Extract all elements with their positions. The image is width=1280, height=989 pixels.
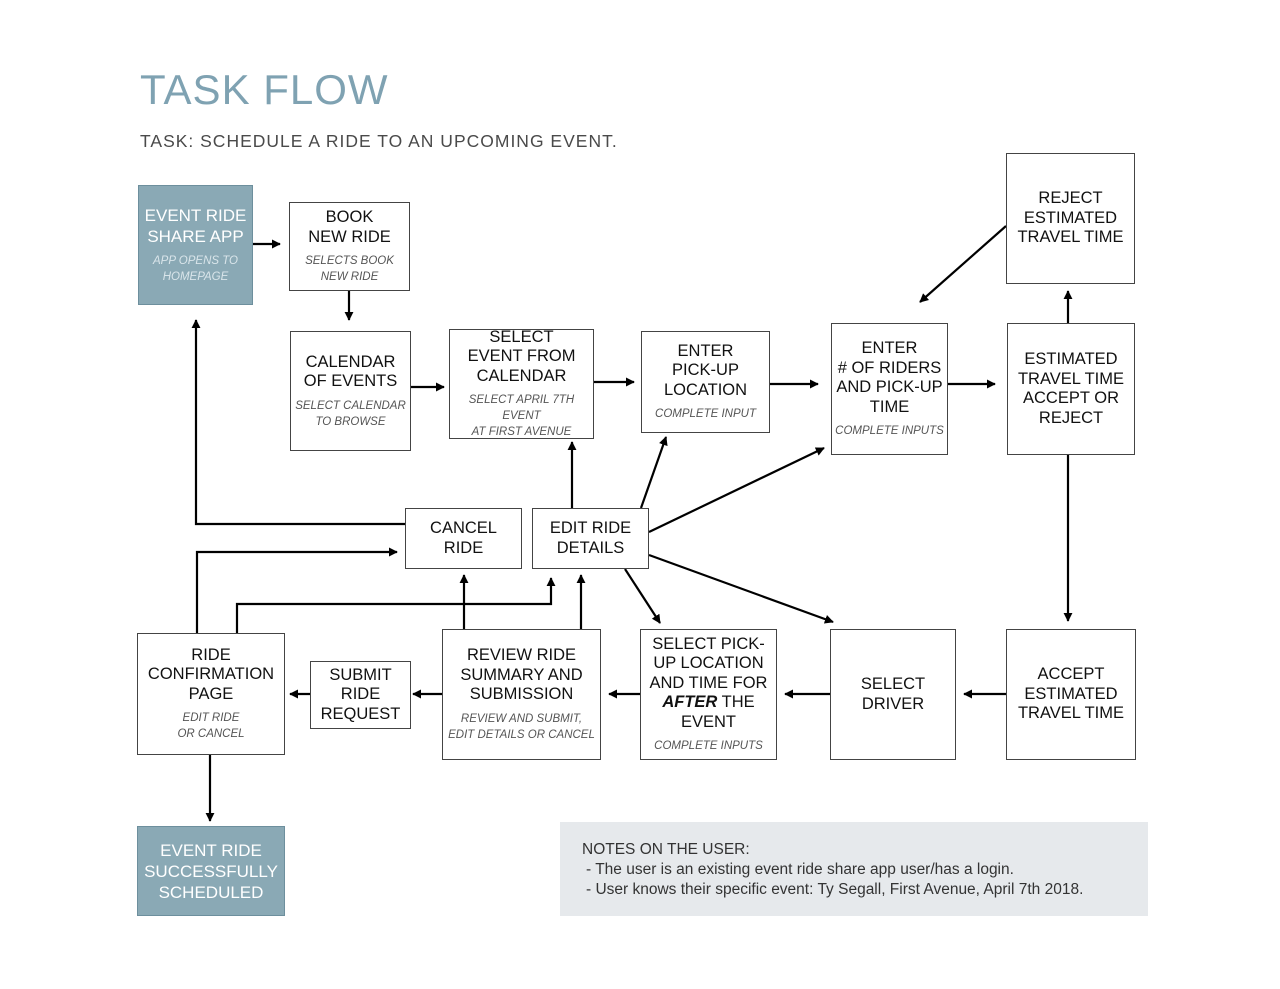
- node-title: SELECT EVENT FROM CALENDAR: [467, 327, 576, 385]
- node-title: REJECT ESTIMATED TRAVEL TIME: [1017, 189, 1124, 247]
- node-edit-ride-details: EDIT RIDE DETAILS: [532, 508, 649, 569]
- node-subtitle: COMPLETE INPUTS: [835, 425, 944, 437]
- node-event-ride-share-app: EVENT RIDE SHARE APP APP OPENS TO HOMEPA…: [138, 185, 253, 305]
- node-title: ESTIMATED TRAVEL TIME ACCEPT OR REJECT: [1017, 350, 1125, 427]
- node-subtitle: COMPLETE INPUT: [655, 408, 756, 421]
- arrow-edit-to-riders: [648, 447, 825, 533]
- node-accept-estimated-travel-time: ACCEPT ESTIMATED TRAVEL TIME: [1006, 629, 1136, 760]
- arrow-confirmation-to-cancel: [195, 547, 398, 633]
- node-reject-estimated-travel-time: REJECT ESTIMATED TRAVEL TIME: [1006, 153, 1135, 284]
- node-title-part: THE EVENT: [680, 693, 755, 731]
- node-event-ride-successfully-scheduled: EVENT RIDE SUCCESSFULLY SCHEDULED: [137, 826, 285, 916]
- node-title-part: SELECT PICK- UP LOCATION AND TIME FOR: [649, 634, 768, 692]
- node-select-pickup-after-event: SELECT PICK- UP LOCATION AND TIME FOR AF…: [640, 629, 777, 760]
- node-enter-pickup-location: ENTER PICK-UP LOCATION COMPLETE INPUT: [641, 331, 770, 433]
- node-title: ENTER # OF RIDERS AND PICK-UP TIME: [836, 339, 943, 416]
- arrow-edit-to-driver: [648, 553, 834, 624]
- node-title: SUBMIT RIDE REQUEST: [320, 665, 401, 723]
- node-submit-ride-request: SUBMIT RIDE REQUEST: [310, 661, 411, 729]
- user-notes-panel: NOTES ON THE USER: - The user is an exis…: [560, 822, 1148, 916]
- node-subtitle: COMPLETE INPUTS: [654, 740, 763, 753]
- arrow-cancel-to-start: [191, 319, 405, 526]
- node-title-emphasis: AFTER: [662, 693, 718, 712]
- arrow-edit-to-after-event: [624, 568, 661, 624]
- node-title: RIDE CONFIRMATION PAGE: [147, 645, 275, 703]
- arrow-reject-to-riders: [919, 225, 1007, 303]
- node-title: CALENDAR OF EVENTS: [303, 352, 398, 391]
- node-estimated-travel-time: ESTIMATED TRAVEL TIME ACCEPT OR REJECT: [1007, 323, 1135, 455]
- node-subtitle: SELECT CALENDAR TO BROWSE: [295, 399, 406, 428]
- node-title: ENTER PICK-UP LOCATION: [663, 341, 748, 399]
- node-title: ACCEPT ESTIMATED TRAVEL TIME: [1017, 665, 1125, 723]
- node-enter-riders-and-pickup-time: ENTER # OF RIDERS AND PICK-UP TIME COMPL…: [831, 323, 948, 455]
- node-title: SELECT DRIVER: [860, 675, 926, 713]
- notes-line: - User knows their specific event: Ty Se…: [586, 881, 1084, 898]
- node-book-new-ride: BOOK NEW RIDE SELECTS BOOK NEW RIDE: [289, 202, 410, 291]
- node-title: EVENT RIDE SHARE APP: [144, 206, 247, 246]
- node-title: REVIEW RIDE SUMMARY AND SUBMISSION: [460, 646, 583, 704]
- node-title: SELECT PICK- UP LOCATION AND TIME FOR AF…: [650, 635, 768, 733]
- node-select-driver: SELECT DRIVER: [830, 629, 956, 760]
- node-title: EDIT RIDE DETAILS: [549, 519, 632, 557]
- node-subtitle: SELECT APRIL 7TH EVENT AT FIRST AVENUE: [468, 394, 575, 439]
- notes-heading: NOTES ON THE USER:: [582, 841, 750, 858]
- node-title: EVENT RIDE SUCCESSFULLY SCHEDULED: [144, 840, 278, 902]
- node-title: BOOK NEW RIDE: [308, 208, 391, 246]
- node-subtitle: REVIEW AND SUBMIT, EDIT DETAILS OR CANCE…: [448, 712, 595, 741]
- node-subtitle: SELECTS BOOK NEW RIDE: [305, 255, 394, 283]
- node-ride-confirmation-page: RIDE CONFIRMATION PAGE EDIT RIDE OR CANC…: [137, 633, 285, 755]
- task-description: TASK: SCHEDULE A RIDE TO AN UPCOMING EVE…: [140, 131, 618, 151]
- node-title: CANCEL RIDE: [430, 519, 497, 557]
- node-select-event-from-calendar: SELECT EVENT FROM CALENDAR SELECT APRIL …: [449, 327, 594, 439]
- arrow-confirmation-to-edit: [235, 577, 556, 633]
- node-cancel-ride: CANCEL RIDE: [405, 508, 522, 569]
- node-subtitle: EDIT RIDE OR CANCEL: [177, 712, 245, 741]
- arrow-edit-to-pickup: [639, 436, 668, 509]
- page-title: TASK FLOW: [140, 66, 389, 113]
- node-calendar-of-events: CALENDAR OF EVENTS SELECT CALENDAR TO BR…: [290, 331, 411, 451]
- node-review-ride-summary: REVIEW RIDE SUMMARY AND SUBMISSION REVIE…: [442, 629, 601, 760]
- notes-line: - The user is an existing event ride sha…: [586, 861, 1014, 878]
- node-subtitle: APP OPENS TO HOMEPAGE: [153, 255, 238, 283]
